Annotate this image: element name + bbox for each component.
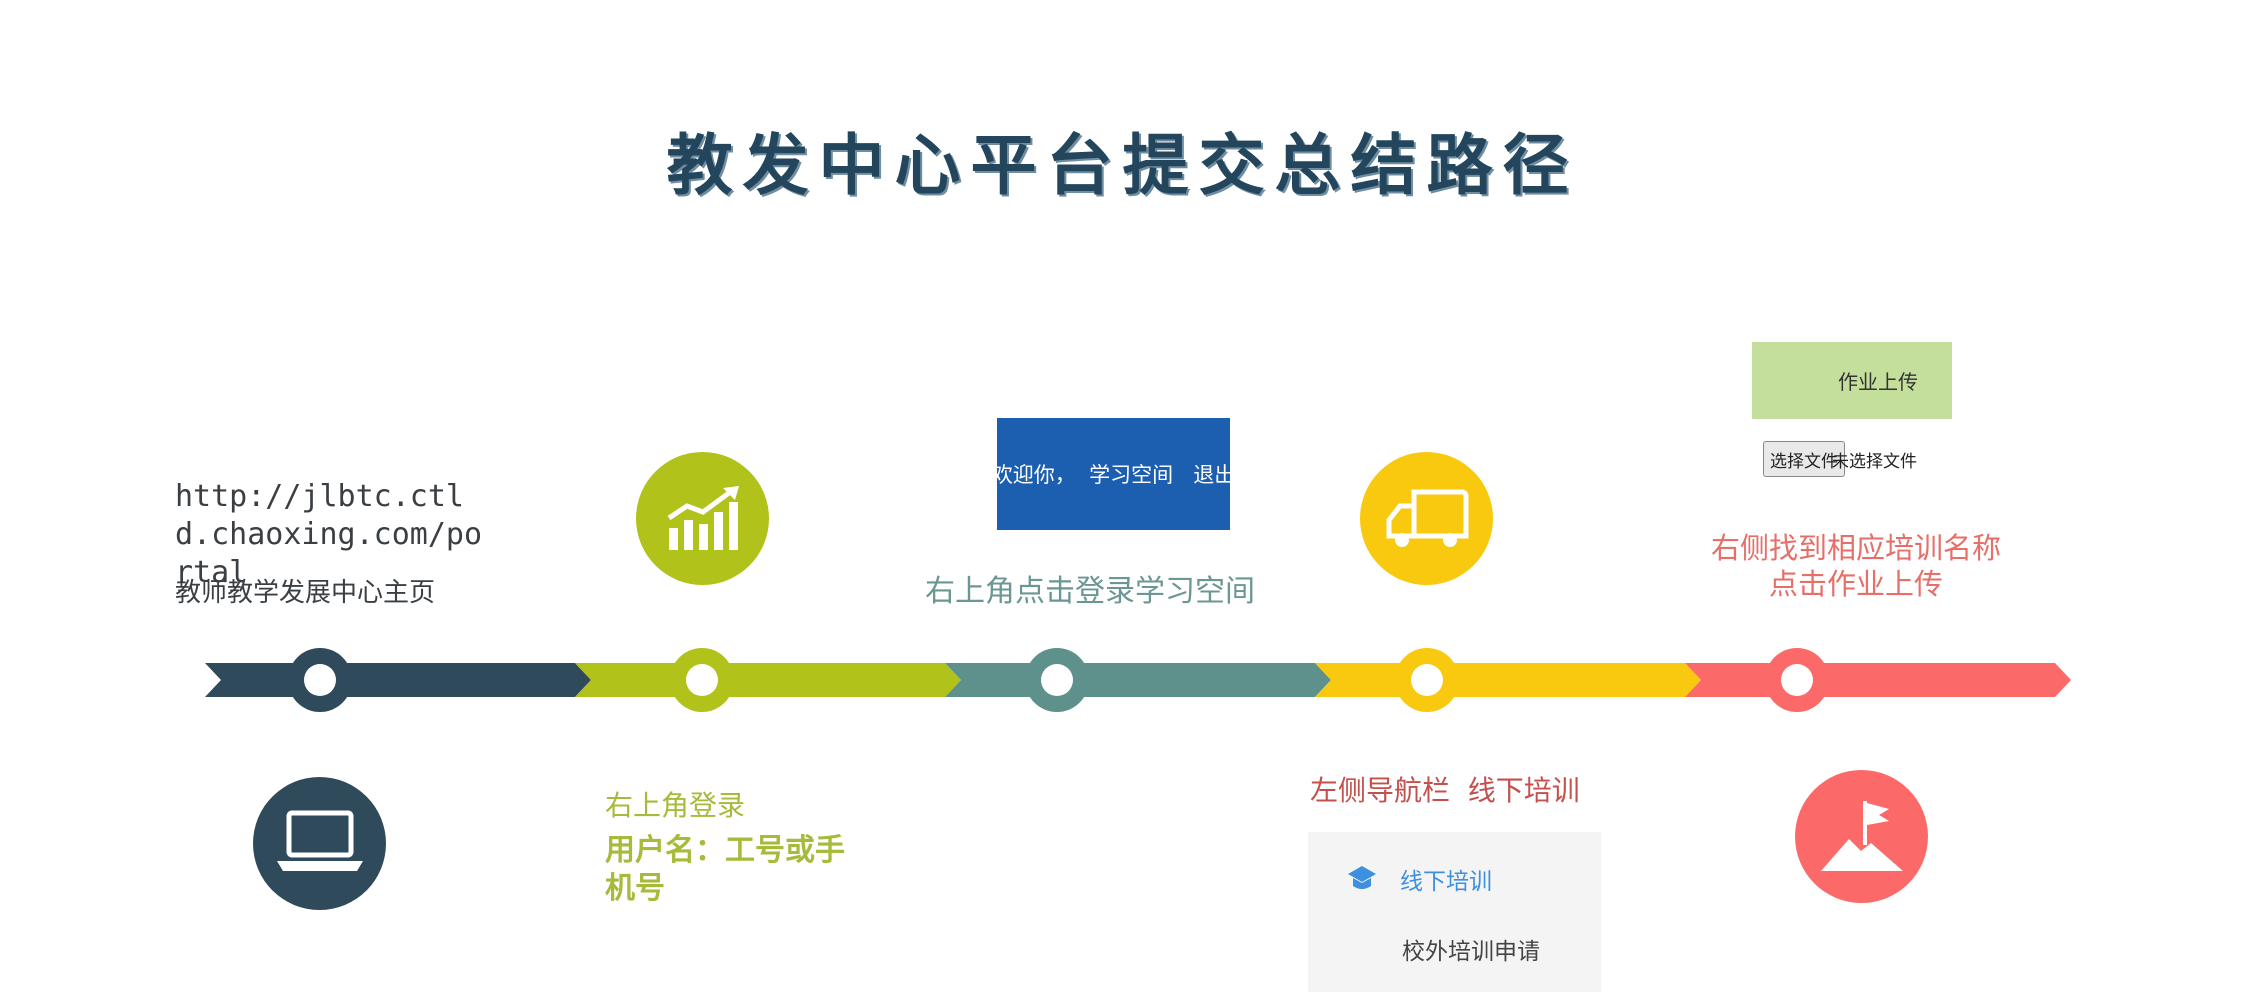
flag-mountain-icon (1795, 770, 1928, 903)
login-username-hint: 用户名：工号或手机号 (605, 833, 845, 906)
nav-item-external-training-apply[interactable]: 校外培训申请 (1402, 939, 1540, 965)
timeline-node-4 (1395, 648, 1459, 712)
laptop-icon (253, 777, 386, 910)
page-title: 教发中心平台提交总结路径 (666, 126, 1579, 204)
welcome-bar-screenshot: 欢迎你， 学习空间 退出 (997, 418, 1230, 530)
timeline-node-1 (288, 648, 352, 712)
timeline-node-2 (670, 648, 734, 712)
homework-upload-label: 作业上传 (1838, 370, 1918, 394)
timeline-node-3 (1025, 648, 1089, 712)
graduation-cap-icon (1348, 866, 1376, 889)
nav-item-offline-label: 线下培训 (1400, 869, 1492, 895)
login-title: 右上角登录 (605, 789, 746, 822)
timeline-segment-4 (1315, 663, 1701, 697)
growth-chart-icon (636, 452, 769, 585)
truck-icon (1360, 452, 1493, 585)
upload-caption-line: 右侧找到相应培训名称 (1710, 531, 2001, 565)
choose-file-button[interactable]: 选择文件 (1763, 441, 1845, 477)
portal-caption: 教师教学发展中心主页 (175, 578, 436, 608)
timeline-segment-2 (575, 663, 961, 697)
timeline-segment-1 (205, 663, 591, 697)
upload-caption-line: 点击作业上传 (1768, 567, 1943, 601)
nav-caption: 左侧导航栏 线下培训 (1310, 774, 1580, 807)
upload-caption: 右侧找到相应培训名称点击作业上传 (1680, 530, 2032, 602)
welcome-bar-text: 欢迎你， 学习空间 退出 (997, 463, 1230, 487)
homework-upload-button[interactable]: 作业上传 (1752, 342, 1952, 419)
nav-panel-screenshot: 线下培训 校外培训申请 (1308, 832, 1601, 992)
no-file-chosen-text: 未选择文件 (1832, 452, 1917, 472)
timeline-segment-5 (1685, 663, 2071, 697)
nav-item-offline-training[interactable]: 线下培训 (1346, 862, 1492, 896)
space-caption: 右上角点击登录学习空间 (925, 574, 1255, 609)
portal-url[interactable]: http://jlbtc.ctld.chaoxing.com/portal (175, 479, 483, 590)
timeline-node-5 (1765, 648, 1829, 712)
timeline-segment-3 (945, 663, 1331, 697)
